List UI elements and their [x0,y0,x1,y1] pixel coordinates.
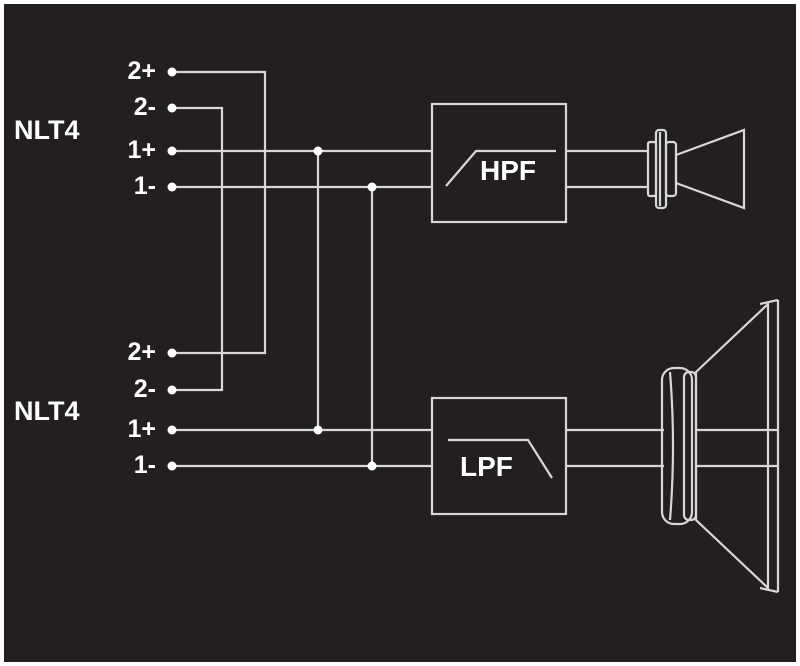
terminal-dot [167,103,177,113]
terminal-dot [167,67,177,77]
terminal-dot [167,461,177,471]
horn-tweeter-icon [646,128,746,210]
pin-label-1plus-bottom: 1+ [127,415,156,443]
lpf-label: LPF [460,451,513,482]
pin-label-1plus-top: 1+ [127,136,156,164]
pin-label-2plus-top: 2+ [127,57,156,85]
terminal-dots [167,67,177,471]
hpf-label: HPF [480,155,536,186]
terminal-dot [167,348,177,358]
junction-dot [367,461,377,471]
pin-label-2plus-bottom: 2+ [127,338,156,366]
pin-label-1minus-top: 1- [133,172,156,200]
pin-label-2minus-top: 2- [133,93,156,121]
lpf-box [430,396,568,516]
connector-label-top: NLT4 [14,115,80,145]
connector-label-bottom: NLT4 [14,396,80,426]
cone-woofer-icon [660,298,780,594]
wire-2minus [172,106,224,392]
terminal-dot [167,182,177,192]
pin-label-2minus-bottom: 2- [133,375,156,403]
junction-dot [313,425,323,435]
terminal-dot [167,385,177,395]
junction-dot [313,146,323,156]
terminal-dot [167,425,177,435]
hpf-curve-icon [445,149,556,187]
terminal-dot [167,146,177,156]
junction-dots [313,146,377,471]
junction-dot [367,182,377,192]
diagram-background [4,4,796,662]
pin-label-1minus-bottom: 1- [133,451,156,479]
hpf-box [430,102,568,224]
wire-2plus [172,70,267,355]
lpf-curve-icon [448,438,553,479]
